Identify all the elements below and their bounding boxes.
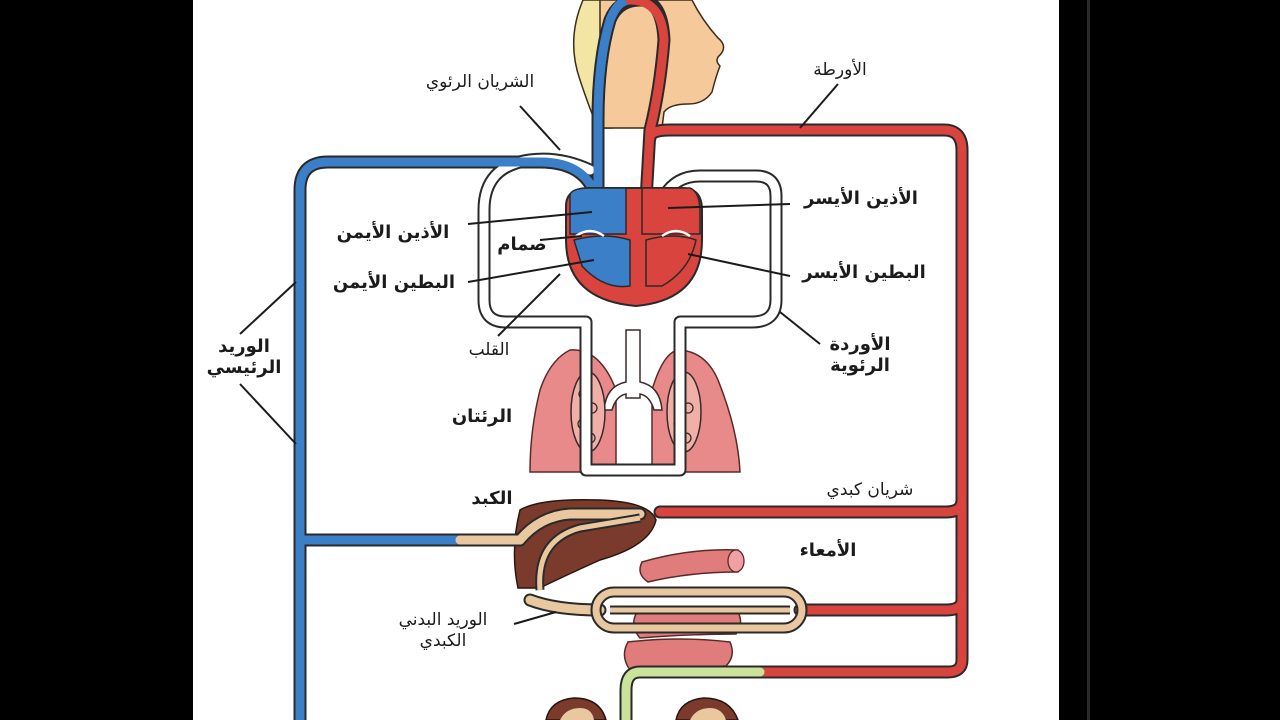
label-hepatic-portal-vein: الوريد البدني الكبدي [398,610,488,651]
leader-pulmonary-veins [779,311,821,345]
label-pulmonary-veins: الأوردة الرئوية [829,334,891,376]
label-liver: الكبد [471,488,513,509]
aorta-path [645,125,967,677]
hepatic-artery-path [655,495,967,517]
leader-right-atrium [467,211,593,225]
leader-aorta [799,83,839,129]
trachea-shape [603,329,663,411]
leader-main-vein-top [239,281,297,335]
liver-inflow-path [515,509,645,545]
leader-lines [239,83,839,625]
label-right-ventricle: البطين الأيمن [332,272,456,293]
label-lungs: الرئتان [451,406,513,427]
left-ventricle-chamber [645,235,697,287]
label-main-vein: الوريد الرئيسي [206,336,282,378]
right-ventricle-chamber [573,235,631,288]
leader-hepatic-portal-vein [513,611,557,625]
label-left-atrium: الأذين الأيسر [804,188,918,209]
label-pulmonary-artery: الشريان الرئوي [425,72,535,92]
leader-left-atrium [667,203,791,209]
lungs [529,329,741,473]
heart [565,187,703,308]
leader-valve [539,235,583,241]
left-valve-shape [661,229,691,238]
jugular-vein-path [593,0,635,235]
label-hepatic-artery: شريان كبدي [826,480,914,500]
liver-capillaries [535,513,641,591]
label-aorta: الأورطة [813,60,867,80]
intestinal-capillaries [590,586,808,634]
leader-pulmonary-artery [519,105,561,151]
left-atrium-chamber [641,187,701,235]
kidneys [545,697,739,720]
intestine-shape-1 [639,549,743,583]
right-valve-shape [575,229,605,238]
intestine-shape-3 [623,638,733,671]
label-left-ventricle: البطين الأيسر [802,262,926,283]
intestinal-artery-path [795,595,967,615]
carotid-artery-path [625,0,669,205]
renal-vessel-path [621,667,765,720]
label-intestines: الأمعاء [799,540,857,561]
leader-main-vein-bottom [239,383,297,445]
label-heart: القلب [468,340,510,360]
leader-right-ventricle [467,259,595,283]
label-right-atrium: الأذين الأيمن [336,222,450,243]
label-valve: صمام [497,234,547,255]
video-gutter-line [1087,0,1090,720]
leader-left-ventricle [687,253,791,277]
right-atrium-chamber [569,187,627,235]
leader-heart [497,273,561,337]
